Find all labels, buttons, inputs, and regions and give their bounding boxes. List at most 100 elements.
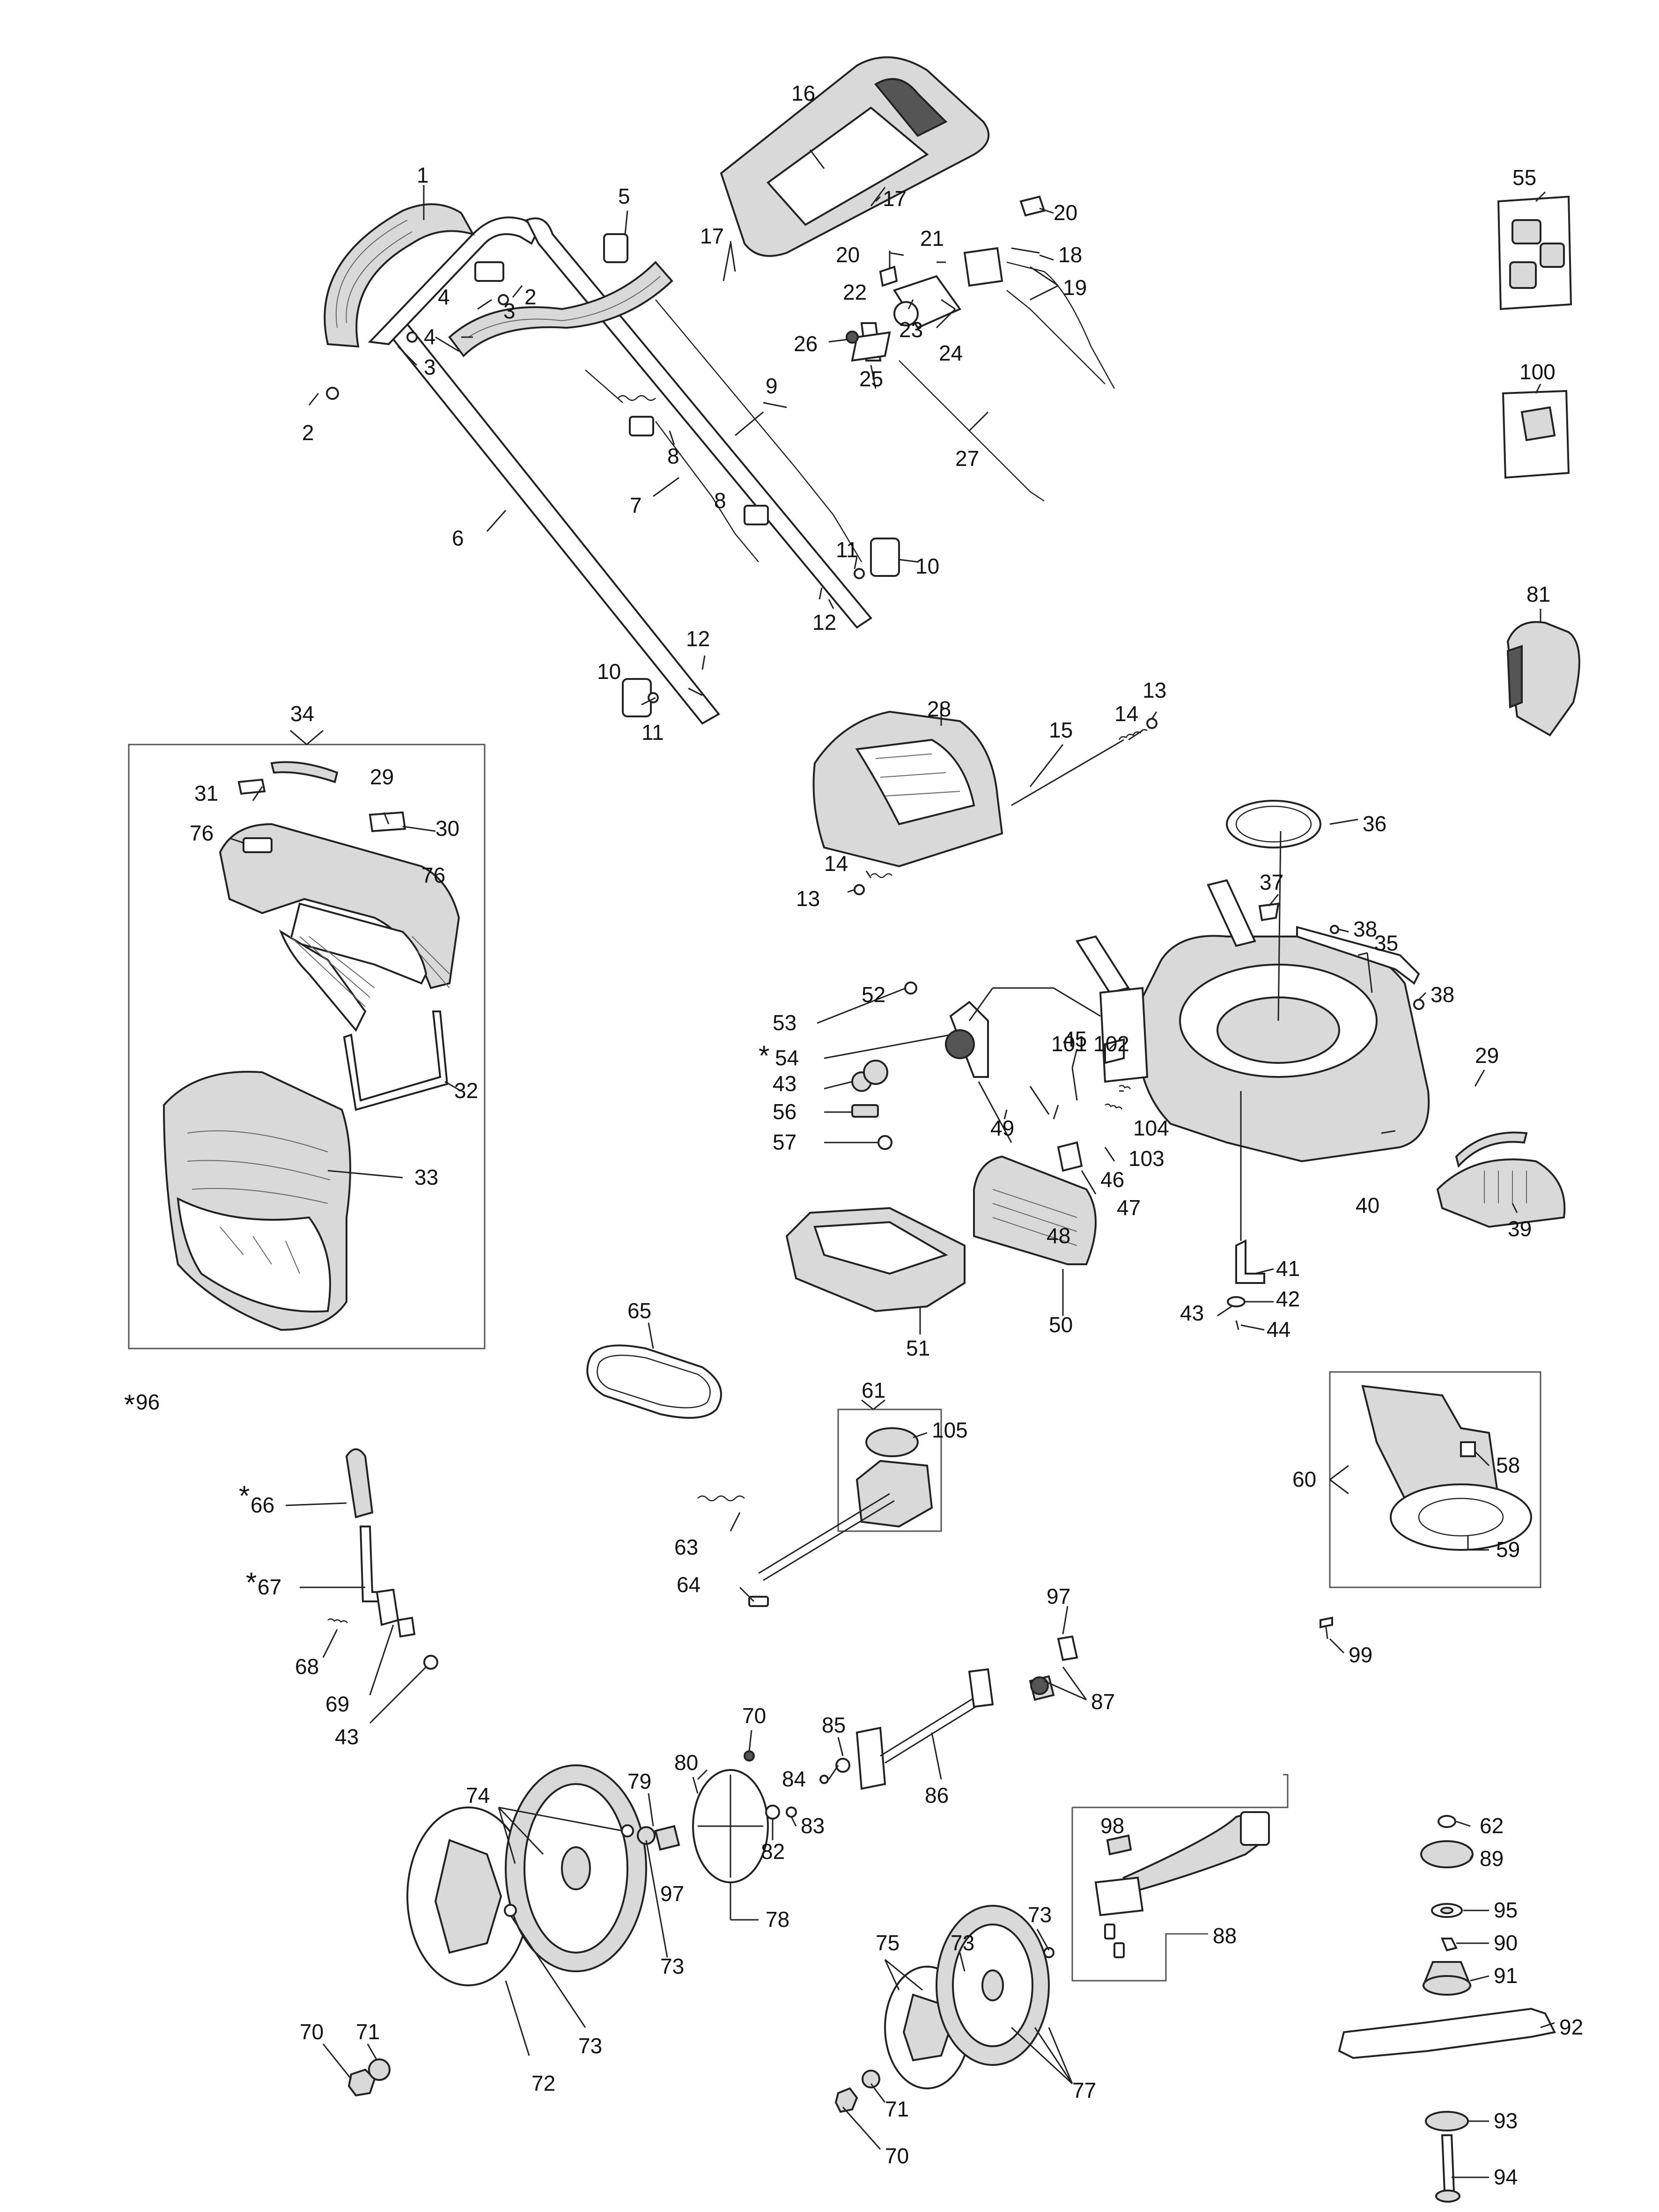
label-13: 13 — [1143, 678, 1166, 702]
part-number-labels: 1 2 2 3 3 4 4 5 6 7 8 8 9 10 10 11 11 12… — [124, 81, 1583, 2189]
control-box-16 — [720, 56, 990, 281]
asterisk-67: * — [246, 1567, 257, 1598]
leader-lines — [229, 149, 1555, 2178]
label-54: 54 — [775, 1046, 799, 1070]
label-70: 70 — [300, 2020, 324, 2044]
handle-tube-right — [525, 217, 872, 629]
label-56: 56 — [773, 1099, 796, 1124]
label-29: 29 — [1475, 1043, 1499, 1068]
label-1: 1 — [417, 163, 429, 187]
label-73: 73 — [578, 2034, 602, 2058]
label-24: 24 — [939, 341, 963, 365]
label-91: 91 — [1494, 1963, 1518, 1988]
label-73: 73 — [951, 1931, 974, 1955]
label-34: 34 — [290, 701, 314, 726]
label-35: 35 — [1374, 931, 1398, 955]
label-17: 17 — [700, 224, 724, 248]
brackets — [1227, 1239, 1333, 1639]
label-15: 15 — [1049, 718, 1073, 742]
handle-grip-1 — [324, 203, 475, 348]
label-53: 53 — [773, 1010, 796, 1035]
blade-stack — [1338, 1815, 1556, 2203]
label-71: 71 — [356, 2020, 380, 2044]
label-5: 5 — [618, 184, 630, 208]
mower-deck-40 — [1075, 800, 1566, 1228]
label-11: 11 — [641, 720, 664, 745]
label-4: 4 — [438, 285, 450, 309]
label-7: 7 — [630, 493, 642, 517]
label-50: 50 — [1049, 1312, 1073, 1337]
motor-cover-28 — [812, 710, 1158, 895]
label-77: 77 — [1072, 2078, 1096, 2102]
label-40: 40 — [1356, 1193, 1379, 1217]
asterisk-66: * — [239, 1480, 250, 1512]
label-52: 52 — [862, 982, 885, 1007]
spring-7 — [585, 369, 759, 562]
label-8: 8 — [714, 488, 726, 513]
asterisk-96: * — [124, 1389, 135, 1420]
label-38: 38 — [1430, 982, 1454, 1007]
label-69: 69 — [325, 1692, 349, 1716]
label-23: 23 — [899, 317, 923, 342]
label-64: 64 — [677, 1572, 700, 1597]
label-99: 99 — [1349, 1643, 1372, 1667]
label-10: 10 — [597, 659, 621, 684]
label-11: 11 — [836, 538, 858, 562]
label-86: 86 — [925, 1783, 949, 1807]
label-81: 81 — [1526, 582, 1550, 606]
left-wheel-group — [347, 1750, 797, 2097]
label-47: 47 — [1117, 1195, 1141, 1220]
handle-assembly — [324, 203, 900, 725]
label-29: 29 — [370, 765, 394, 789]
label-100: 100 — [1519, 360, 1556, 384]
lever-assembly — [730, 195, 1115, 502]
label-4: 4 — [424, 324, 436, 349]
clamp-10-upper — [870, 538, 900, 577]
label-58: 58 — [1496, 1453, 1520, 1477]
label-19: 19 — [1063, 275, 1087, 300]
label-55: 55 — [1512, 165, 1536, 190]
label-73: 73 — [1028, 1902, 1052, 1927]
label-10: 10 — [915, 554, 939, 578]
rear-axle-86 — [819, 1635, 1078, 1790]
label-73: 73 — [660, 1954, 684, 1978]
label-39: 39 — [1508, 1217, 1532, 1241]
label-61: 61 — [862, 1378, 885, 1402]
label-85: 85 — [822, 1713, 846, 1737]
blade-92 — [1338, 2007, 1556, 2059]
label-3: 3 — [424, 355, 436, 379]
label-103: 103 — [1128, 1146, 1165, 1171]
label-95: 95 — [1494, 1898, 1518, 1922]
handle-grip-5 — [448, 261, 673, 358]
label-75: 75 — [876, 1931, 900, 1955]
label-18: 18 — [1058, 243, 1082, 267]
label-37: 37 — [1260, 870, 1283, 894]
label-88: 88 — [1213, 1924, 1237, 1948]
label-43: 43 — [773, 1071, 796, 1096]
label-84: 84 — [782, 1767, 806, 1791]
clamp-10-lower — [622, 678, 652, 717]
label-16: 16 — [791, 81, 815, 105]
asterisk-54: * — [759, 1040, 769, 1071]
grass-catcher-box-34 — [128, 730, 486, 1349]
label-38: 38 — [1353, 917, 1377, 941]
label-74: 74 — [466, 1783, 490, 1807]
label-44: 44 — [1267, 1317, 1290, 1342]
label-57: 57 — [773, 1130, 796, 1154]
label-94: 94 — [1494, 2165, 1518, 2189]
label-14: 14 — [1114, 701, 1138, 726]
cable-9 — [655, 299, 863, 562]
label-92: 92 — [1559, 2015, 1583, 2039]
right-wheel-group — [834, 1905, 1054, 2113]
label-59: 59 — [1496, 1537, 1520, 1562]
label-2: 2 — [302, 420, 314, 445]
label-17: 17 — [883, 186, 907, 211]
label-32: 32 — [454, 1078, 478, 1103]
label-76: 76 — [190, 821, 214, 845]
label-96: 96 — [136, 1390, 160, 1414]
label-46: 46 — [1100, 1167, 1124, 1192]
label-8: 8 — [667, 444, 679, 468]
front-axle-box-88 — [1071, 1774, 1289, 1982]
label-104: 104 — [1133, 1116, 1169, 1140]
label-93: 93 — [1494, 2109, 1518, 2133]
